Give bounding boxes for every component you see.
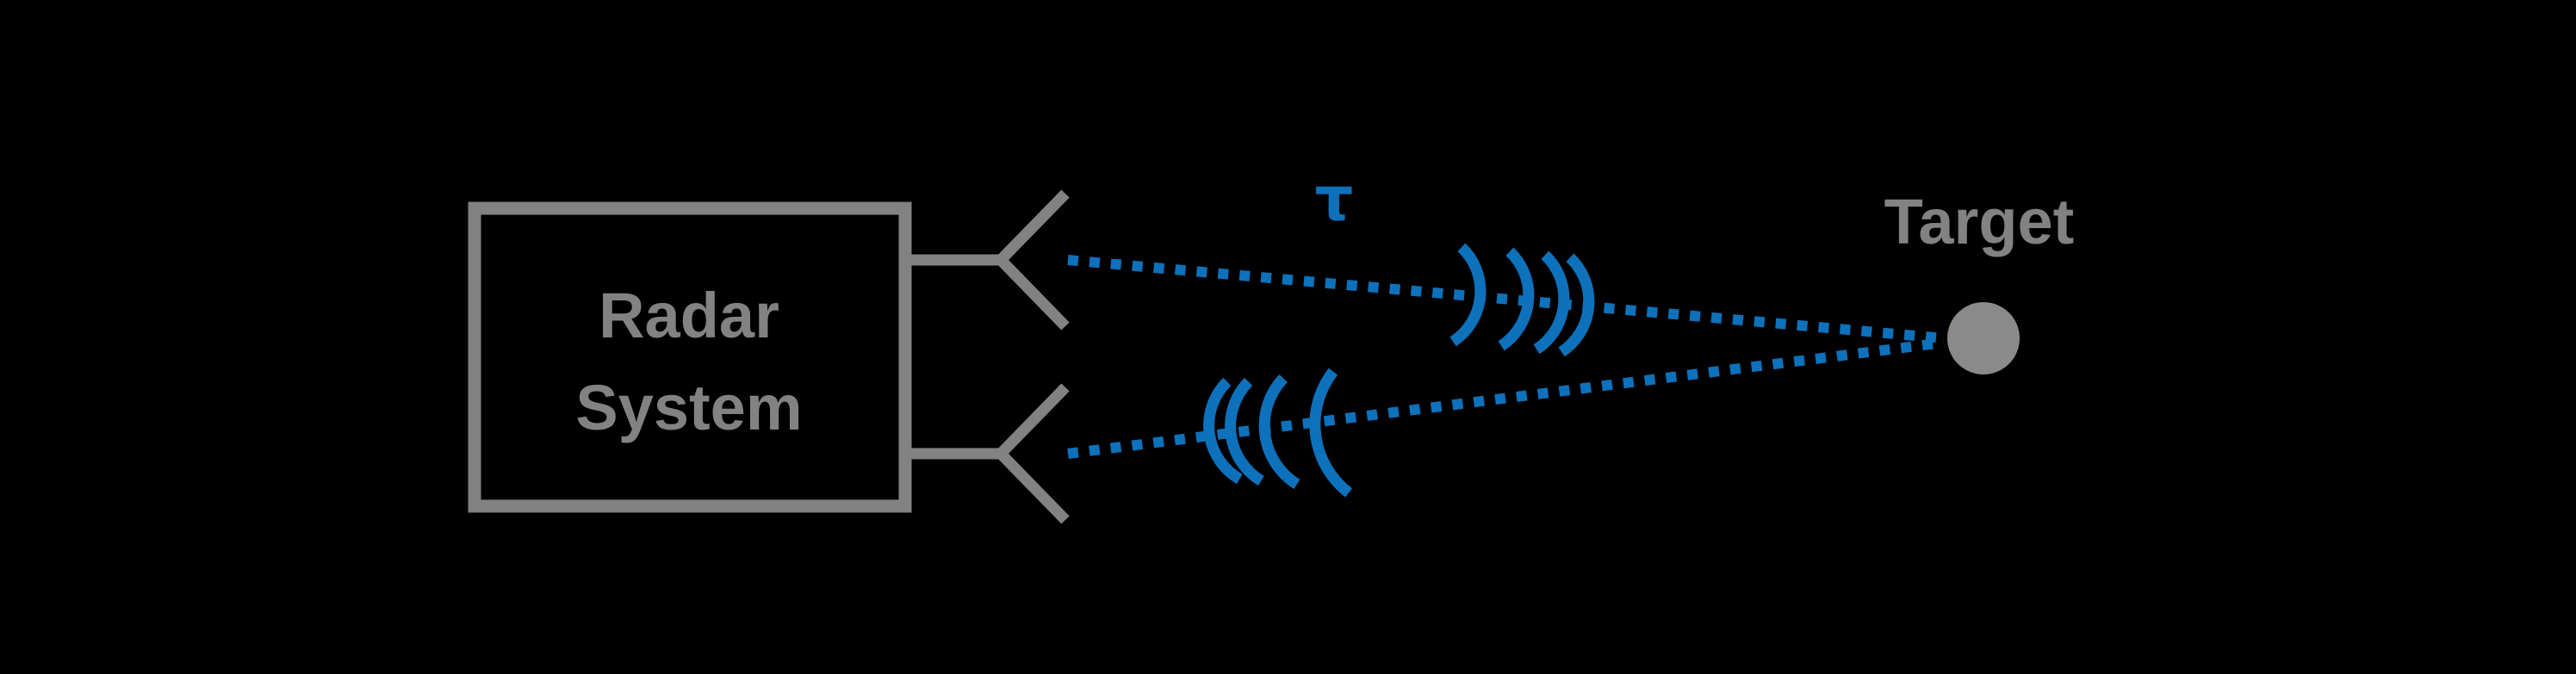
receive-dotted-line bbox=[1067, 337, 1945, 459]
wave-arc bbox=[1225, 377, 1264, 486]
radar-system-box bbox=[468, 201, 912, 513]
transmit-dotted-line bbox=[1067, 255, 1945, 343]
wave-arc bbox=[1498, 247, 1535, 351]
radar-box-label-line2: System bbox=[575, 372, 802, 443]
wave-arc bbox=[1258, 374, 1300, 490]
wave-arc bbox=[1309, 368, 1353, 498]
wave-arc bbox=[1558, 253, 1595, 357]
target-label: Target bbox=[1884, 186, 2075, 257]
wave-arc bbox=[1533, 250, 1570, 355]
radar-box-label-line1: Radar bbox=[599, 280, 779, 351]
wave-arc bbox=[1203, 377, 1243, 485]
antenna-icon-top bbox=[904, 189, 1070, 331]
outgoing-wave-arcs-icon bbox=[1449, 243, 1595, 357]
antenna-icon-bottom bbox=[904, 383, 1070, 524]
incoming-wave-arcs-icon bbox=[1203, 368, 1353, 498]
wave-arc bbox=[1449, 243, 1487, 347]
delay-tau-label: τ bbox=[1315, 164, 1354, 234]
target-dot bbox=[1947, 302, 2020, 374]
